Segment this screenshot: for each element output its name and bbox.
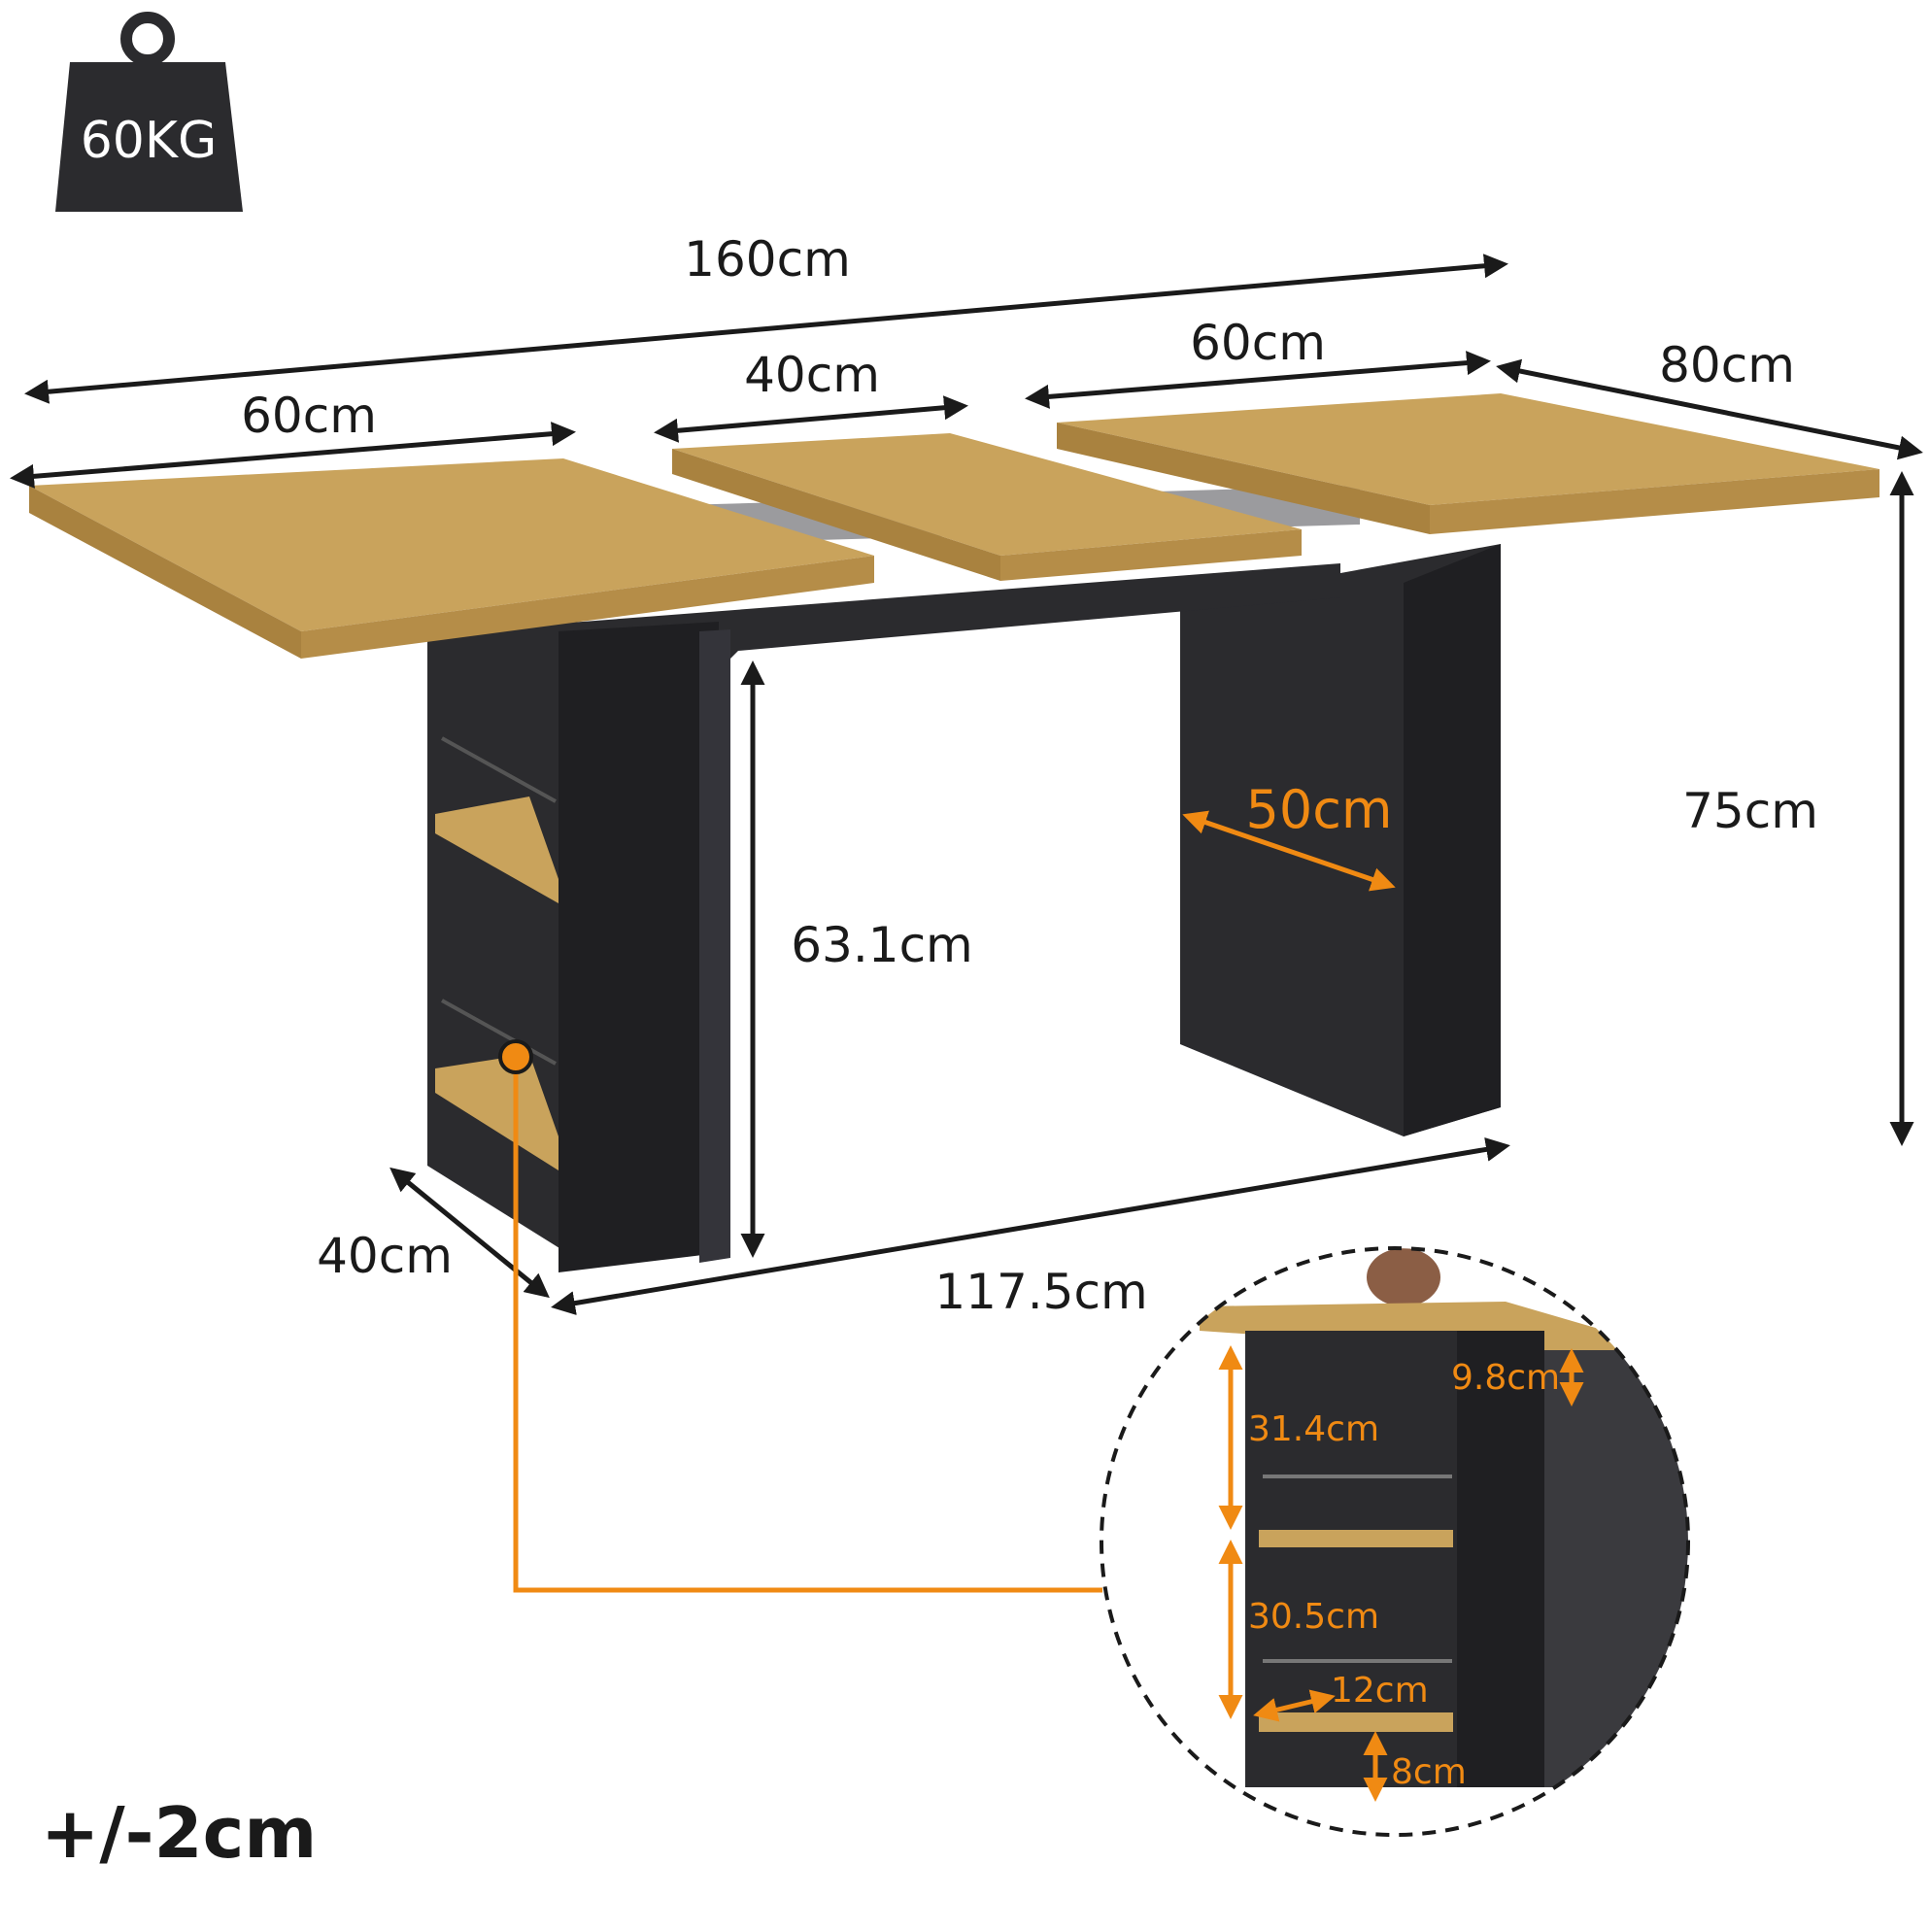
label-leg-depth: 50cm — [1245, 779, 1392, 840]
label-lower-shelf: 30.5cm — [1248, 1597, 1379, 1637]
table-illustration — [29, 393, 1879, 1272]
shelf-depth-arrow — [389, 1167, 550, 1299]
base-length-arrow — [551, 1137, 1510, 1315]
label-bottom-gap: 8cm — [1391, 1752, 1467, 1792]
label-upper-shelf: 31.4cm — [1248, 1409, 1379, 1449]
label-table-height: 75cm — [1682, 783, 1818, 839]
right-leaf-arrow — [1025, 351, 1491, 409]
label-depth: 80cm — [1659, 337, 1795, 393]
label-clearance-height: 63.1cm — [791, 917, 973, 973]
leg-depth-arrow — [1182, 810, 1396, 892]
total-length-arrow — [24, 254, 1508, 404]
dimension-lines — [10, 254, 1923, 1315]
label-total-length: 160cm — [684, 231, 851, 288]
middle-leaf — [672, 433, 1302, 556]
upper-shelf — [435, 797, 559, 903]
detail-circle-border — [1100, 1246, 1690, 1837]
label-top-gap: 9.8cm — [1451, 1358, 1560, 1398]
detail-magnifier: 9.8cm 31.4cm 30.5cm 12cm 8cm — [1100, 1246, 1690, 1837]
label-shelf-width: 12cm — [1331, 1671, 1429, 1711]
weight-icon: 60KG — [55, 12, 243, 212]
depth-arrow — [1496, 358, 1923, 460]
lower-shelf — [435, 1054, 559, 1170]
left-leaf — [29, 458, 874, 631]
label-base-length: 117.5cm — [934, 1264, 1147, 1320]
callout-point — [498, 1039, 533, 1074]
middle-leaf-arrow — [654, 395, 968, 443]
tolerance-label: +/-2cm — [41, 1792, 317, 1874]
label-shelf-depth: 40cm — [317, 1228, 453, 1284]
right-leaf — [1057, 393, 1879, 505]
label-right-leaf: 60cm — [1190, 315, 1326, 371]
label-left-leaf: 60cm — [241, 388, 377, 444]
vase — [1367, 1248, 1440, 1306]
dimension-labels: 160cm 60cm 40cm 60cm 80cm 75cm 63.1cm 50… — [241, 231, 1818, 1320]
weight-label: 60KG — [81, 112, 218, 170]
callout-connector — [498, 1039, 1102, 1593]
left-leaf-arrow — [10, 422, 576, 489]
label-middle-leaf: 40cm — [744, 347, 880, 403]
